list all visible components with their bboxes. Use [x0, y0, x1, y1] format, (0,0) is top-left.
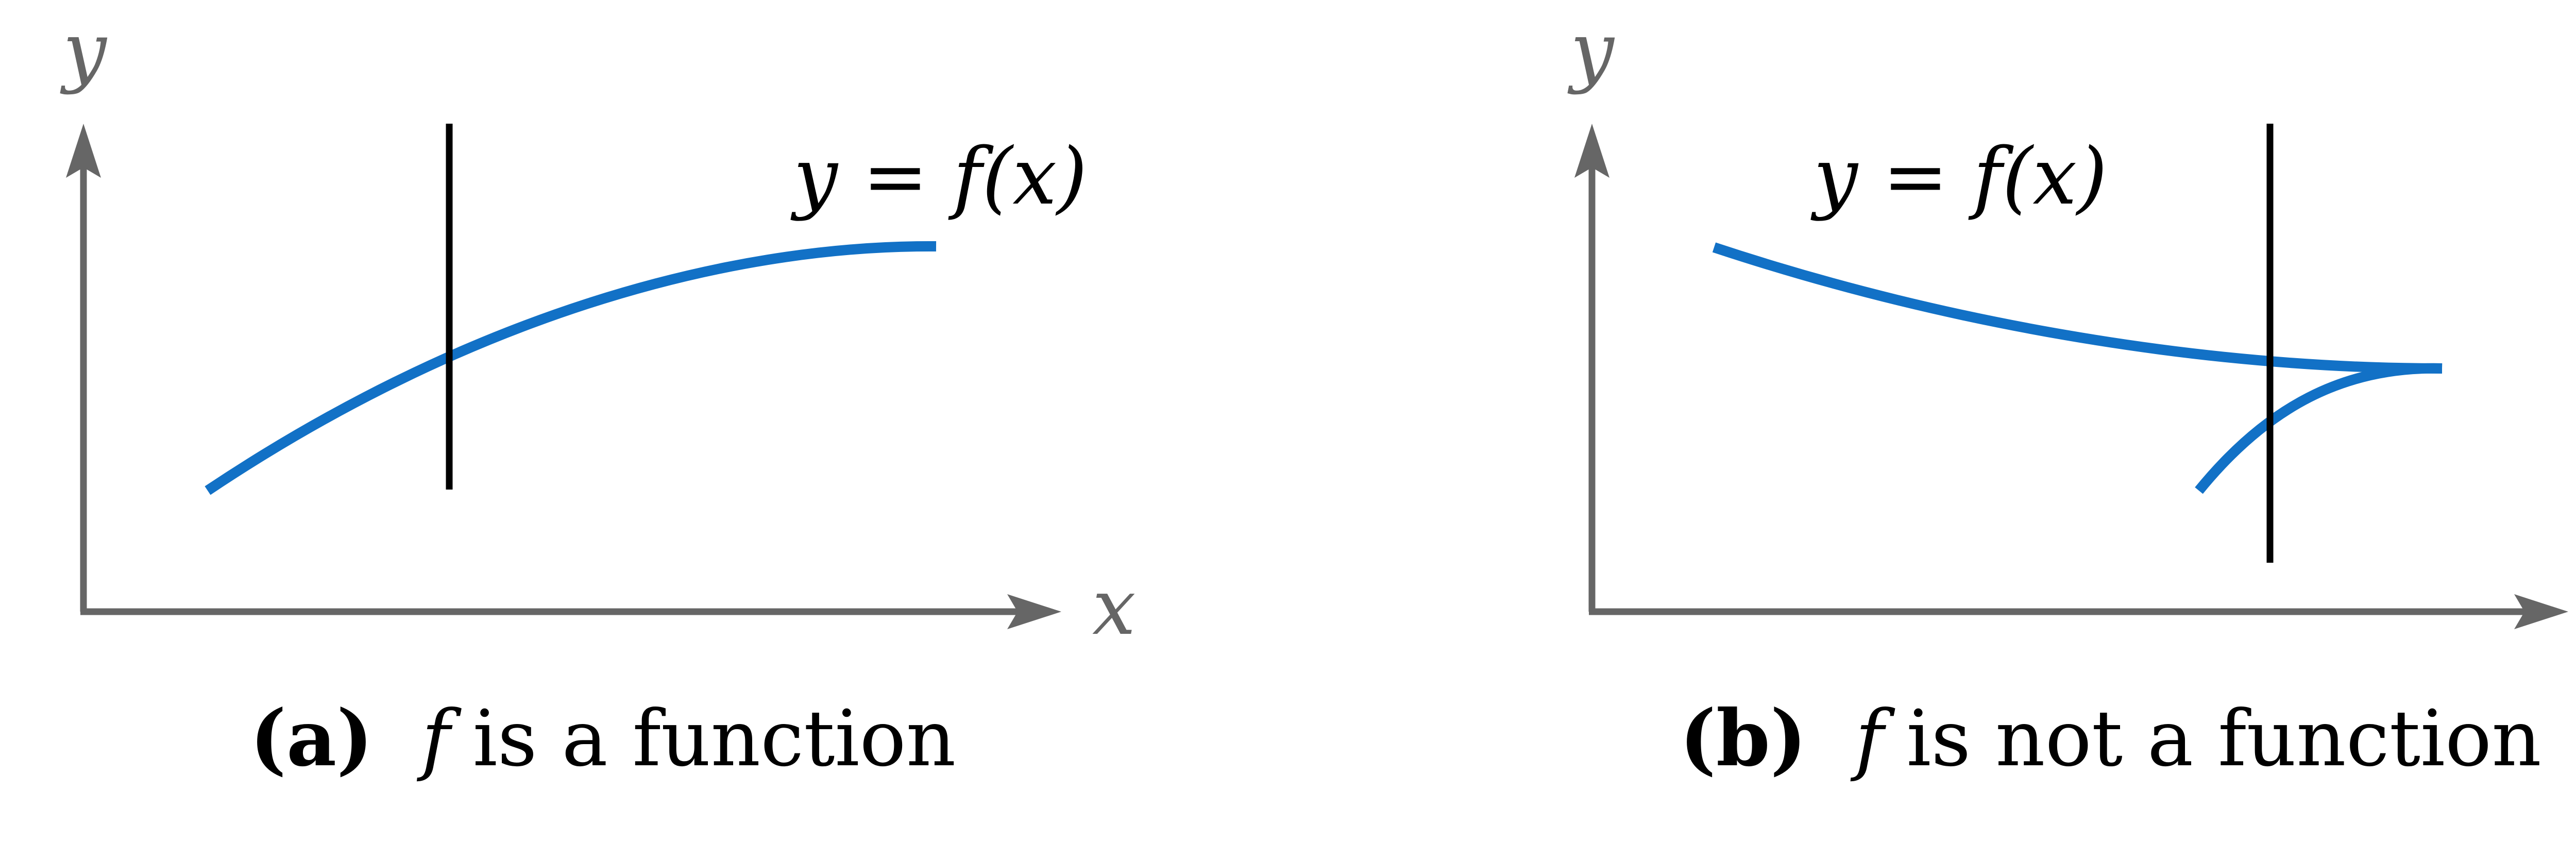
- panel-b-caption-var: f: [1850, 694, 1895, 784]
- panel-a-curve: [205, 241, 937, 495]
- panel-b-curve-lower: [2195, 363, 2443, 494]
- panel-b-caption-text: is not a function: [1906, 694, 2541, 784]
- panel-b-y-axis-arrow: [1574, 124, 1609, 178]
- panel-a-x-label: x: [1092, 563, 1136, 652]
- panel-b-caption: (b) f is not a function: [1680, 693, 2541, 784]
- panel-b-y-label: y: [1567, 6, 1615, 96]
- panel-a-caption-text: is a function: [473, 694, 956, 784]
- panel-a-y-axis-arrow: [66, 124, 101, 178]
- panel-a-caption-tag: (a): [250, 693, 373, 784]
- panel-b-caption-tag: (b): [1680, 693, 1807, 784]
- panel-a-caption: (a) f is a function: [250, 693, 956, 784]
- panel-a-x-axis-arrow: [1007, 594, 1061, 629]
- panel-b-x-axis-arrow: [2514, 594, 2568, 629]
- panel-b: y x y = f(x) (b) f is not a function: [1567, 6, 2568, 784]
- panel-a: y x y = f(x) (a) f is a function: [60, 6, 1136, 784]
- panel-b-curve-upper: [1712, 242, 2443, 374]
- panel-a-equation: y = f(x): [790, 131, 1087, 222]
- panel-a-y-label: y: [60, 6, 108, 96]
- panel-a-caption-var: f: [416, 694, 462, 784]
- panel-b-equation: y = f(x): [1810, 131, 2107, 222]
